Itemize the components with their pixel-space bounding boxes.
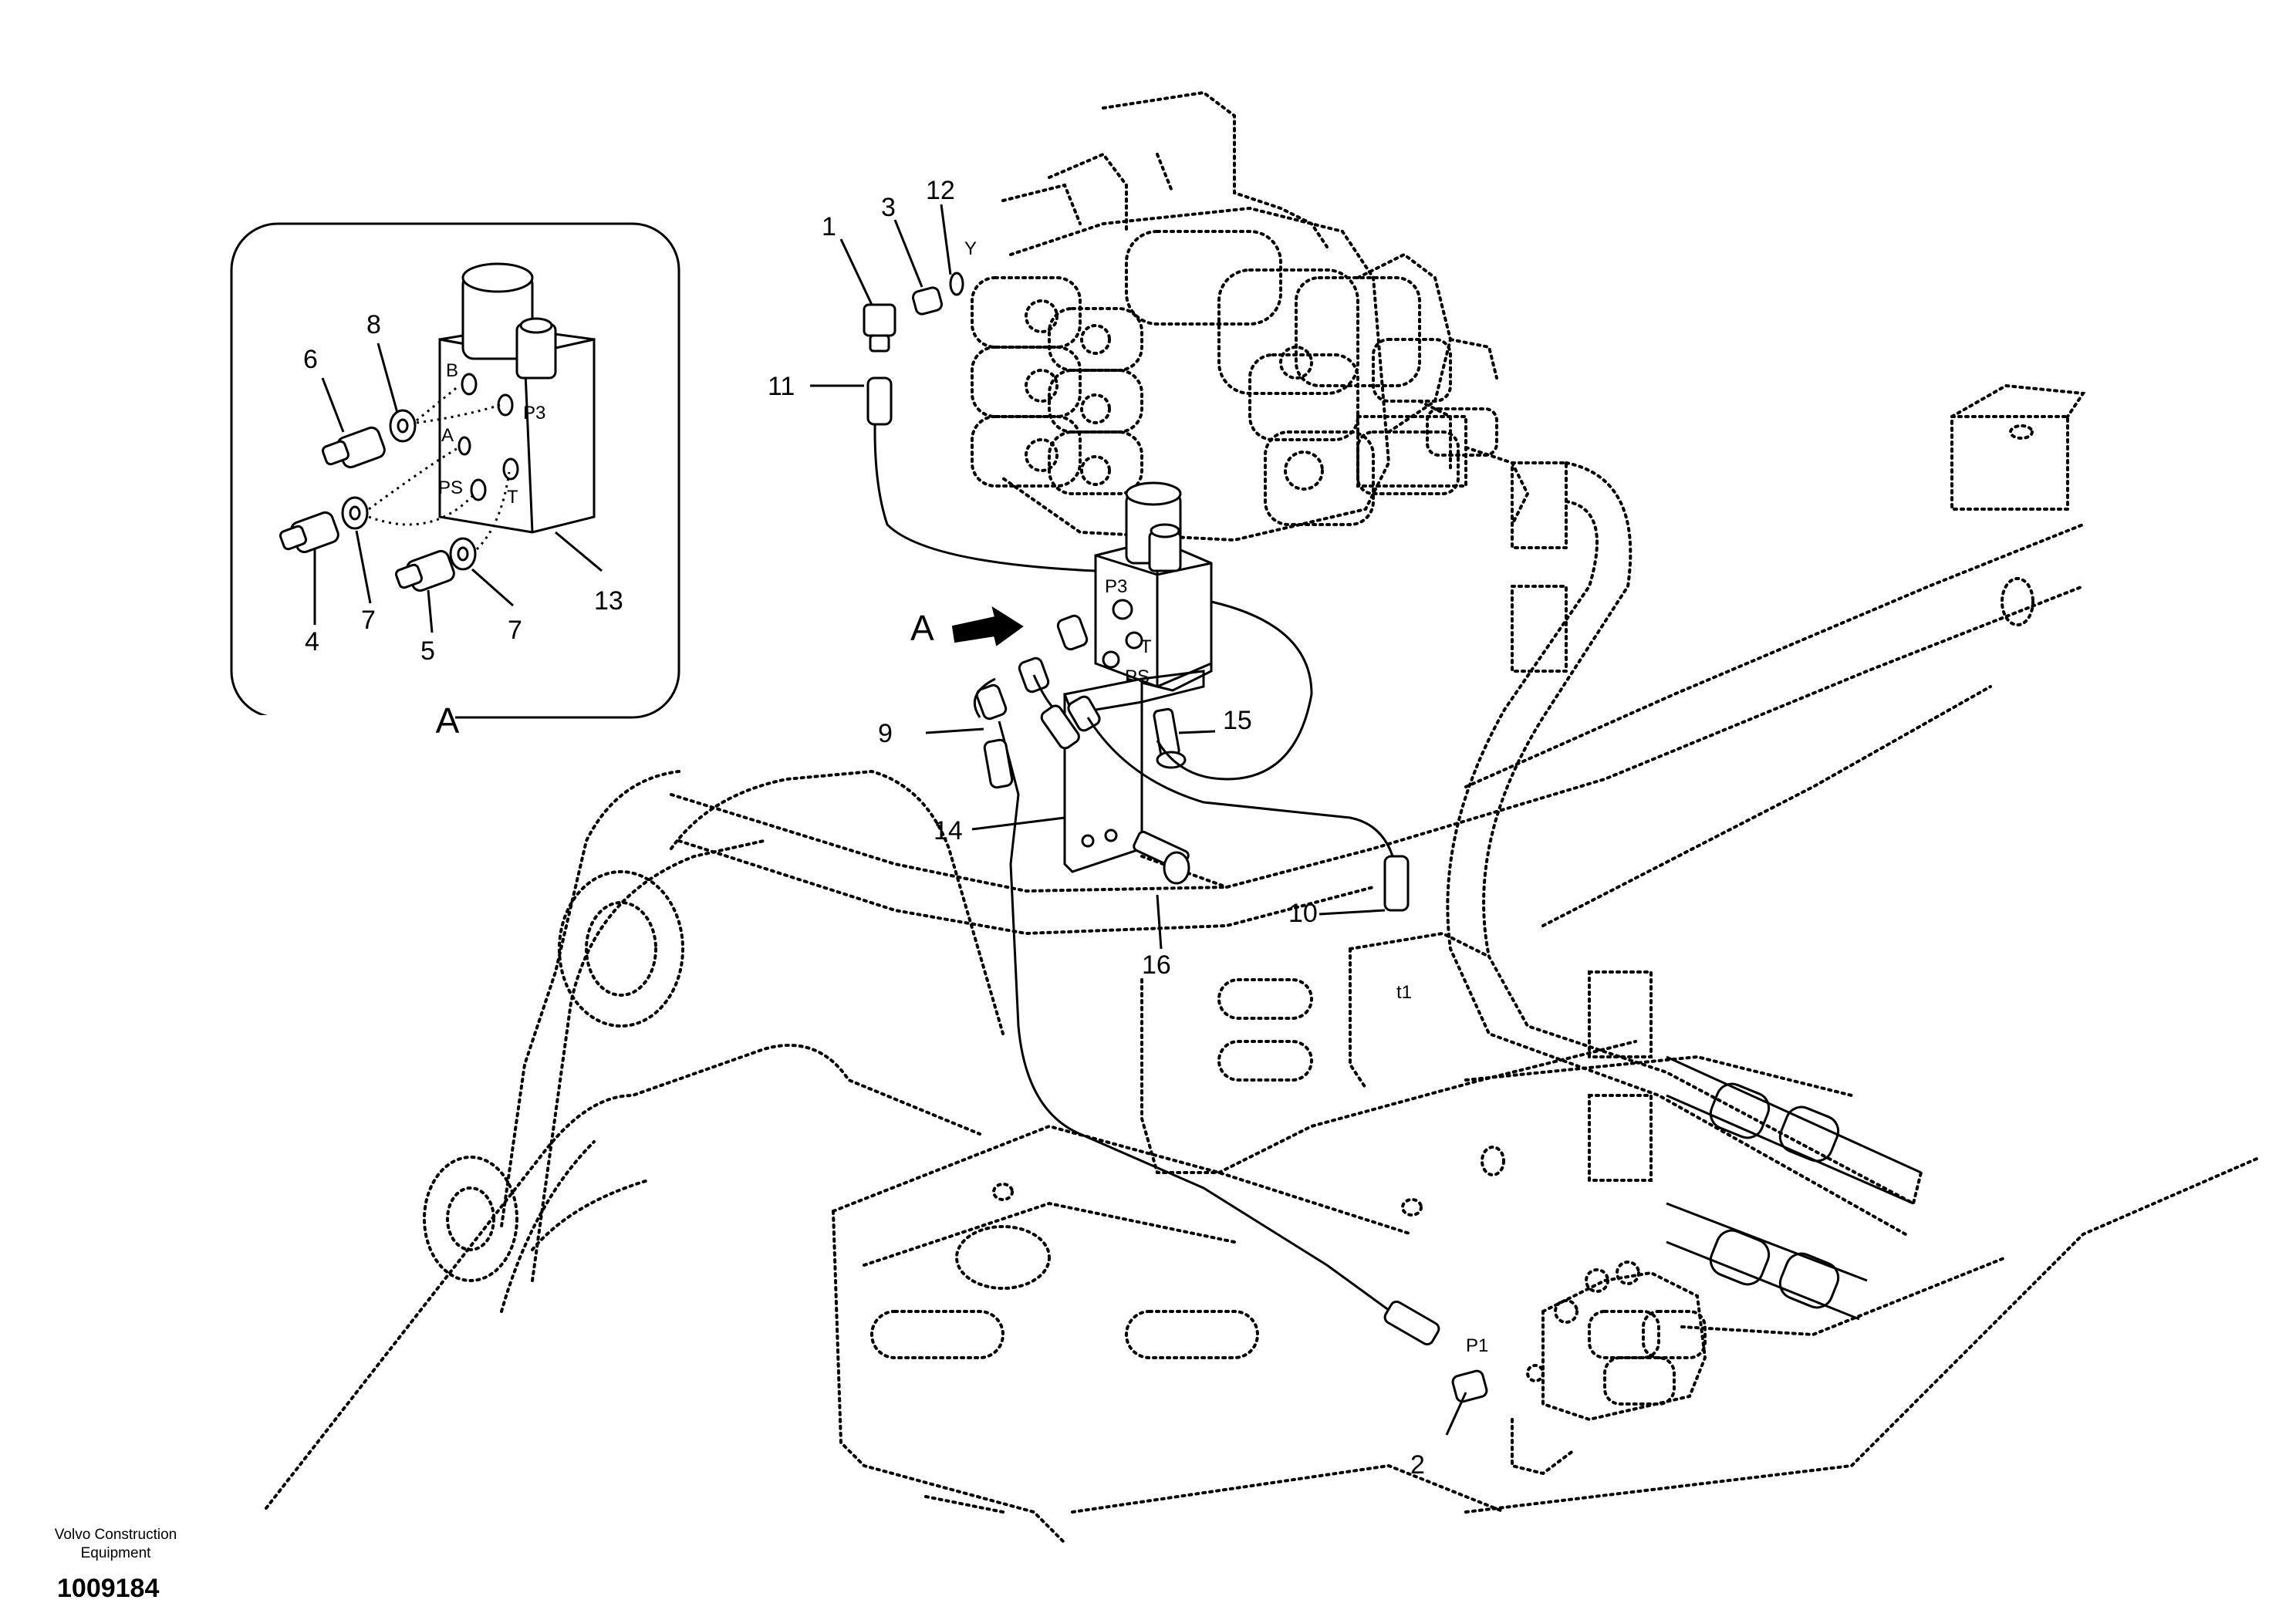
callout-1: 1 [822,212,836,241]
port-y: Y [964,238,977,259]
hose-ferrules [866,376,1440,1346]
detail-callout-13: 13 [594,586,623,616]
detail-port-b: B [446,360,458,381]
detail-port-p3: P3 [523,403,545,424]
detail-callout-6: 6 [303,345,318,374]
detail-callout-7a: 7 [361,606,376,635]
port-t1: t1 [1396,982,1412,1003]
port-p1: P1 [1466,1335,1488,1356]
fitting-elbow-1 [863,303,896,353]
detail-callout-7b: 7 [508,616,522,645]
valve-ports [1102,599,1143,669]
bolt-15 [1153,707,1187,769]
callout-2: 2 [1410,1450,1425,1480]
fitting-adapter-3 [911,286,944,316]
detail-fitting-6 [321,426,386,469]
hydraulic-pipe [1446,461,1923,1236]
callout-9: 9 [878,719,893,748]
view-arrow-a [951,606,1024,646]
port-t: T [1140,636,1152,657]
main-control-valve [971,90,1530,542]
callout-14: 14 [934,816,963,845]
callout-3: 3 [881,193,896,222]
detail-view-title: A [436,700,460,741]
detail-port-a: A [441,425,454,446]
callout-16: 16 [1142,950,1171,980]
detail-callout-5: 5 [420,636,435,666]
callout-10: 10 [1288,899,1318,928]
document-number: 1009184 [57,1574,160,1603]
detail-port-ps: PS [438,478,463,498]
callout-15: 15 [1223,706,1252,735]
port-p3: P3 [1105,576,1127,597]
lower-right-hoses [1666,1055,1922,1321]
detail-washers [341,409,477,571]
port-ps: PS [1125,667,1150,687]
view-arrow-label: A [910,608,934,648]
publisher-name: Volvo Construction Equipment [54,1527,177,1561]
fitting-2 [1451,1369,1488,1403]
seal-ring-12 [949,272,964,296]
detail-view-a [230,222,680,720]
secondary-valve [1511,1261,1707,1476]
detail-fitting-5 [394,549,455,592]
detail-fitting-4 [279,511,339,554]
callout-11: 11 [768,372,795,401]
solenoid-valve-assembly [1094,481,1213,692]
detail-port-t: T [507,487,518,508]
callout-12: 12 [926,176,955,205]
detail-callout-4: 4 [305,627,319,656]
bolt-16 [1133,830,1190,885]
detail-callout-8: 8 [366,310,381,339]
leader-lines [810,204,1467,1436]
